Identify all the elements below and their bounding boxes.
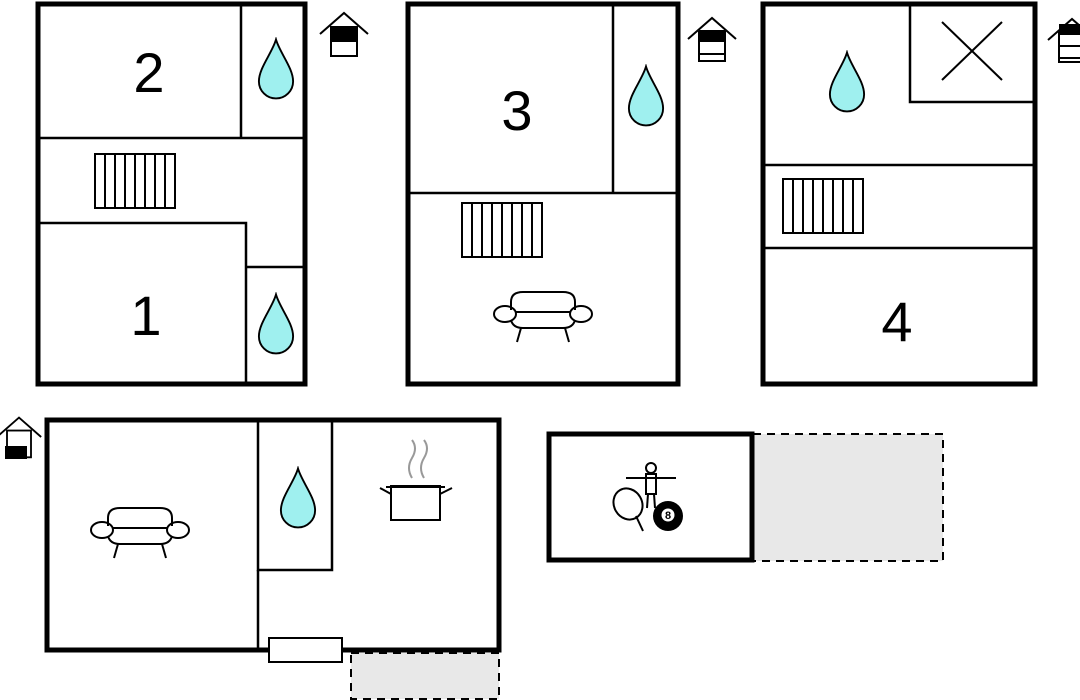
cooking-pot-icon [379,439,453,521]
water-drop-icon [627,65,665,127]
house-level-icon [1046,17,1080,64]
sofa-icon [90,507,190,559]
water-drop-icon [257,293,295,355]
floor-ground [0,416,502,700]
void-cross-icon [908,4,1035,104]
games-annex: 8 [546,431,944,563]
svg-text:8: 8 [665,510,671,522]
entrance-door [268,637,343,663]
house-level-icon [319,12,369,57]
room-number-2: 2 [133,41,164,104]
room-number-1: 1 [130,284,161,347]
floor-top-middle: 3 [405,1,738,387]
ping-pong-paddle-icon [612,487,644,532]
floor-top-left: 2 1 [35,1,369,387]
floor-top-right: 4 [760,1,1080,387]
sofa-icon [493,291,593,343]
radiator-icon [782,178,864,234]
outdoor-area [752,433,944,562]
water-drop-icon [279,467,317,529]
room-number-3: 3 [501,79,532,142]
billiard-ball-icon: 8 [653,501,683,531]
room-number-4: 4 [881,290,912,353]
table-football-icon [626,462,676,509]
water-drop-icon [257,38,295,100]
water-drop-icon [828,51,866,113]
house-level-icon [686,16,738,63]
radiator-icon [461,202,543,258]
radiator-icon [94,153,176,209]
terrace-area [350,652,500,700]
house-level-icon [0,416,43,459]
